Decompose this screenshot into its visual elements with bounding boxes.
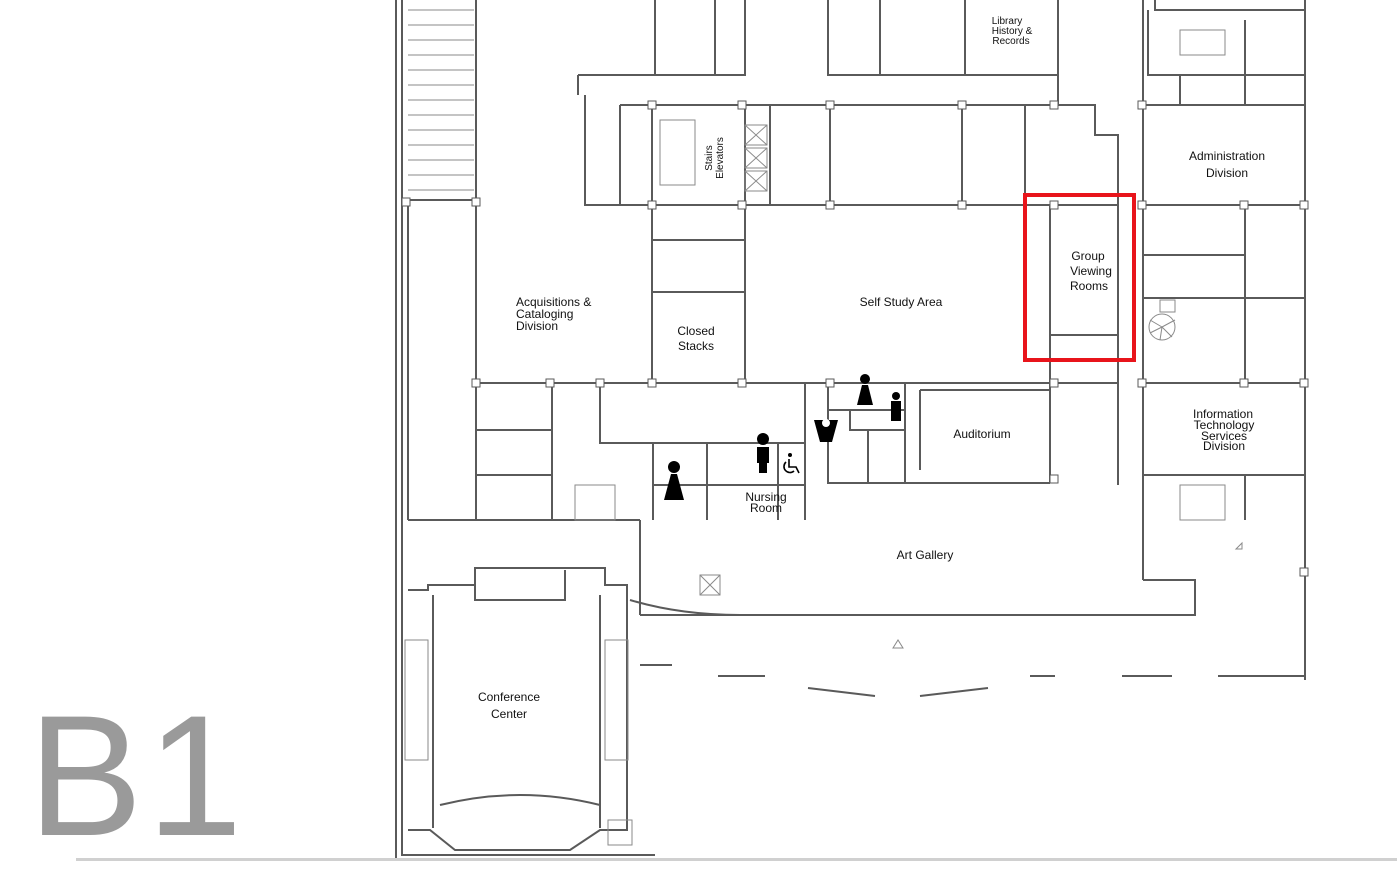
entrance-marker-icon <box>892 541 1243 649</box>
label-art-gallery: Art Gallery <box>897 548 954 562</box>
baseline-divider <box>76 858 1397 861</box>
stairs <box>404 9 1226 846</box>
columns <box>401 100 1309 577</box>
highlight-box-group-viewing-rooms <box>1023 193 1136 362</box>
label-self-study-area: Self Study Area <box>860 295 943 309</box>
accessible-icon <box>783 453 800 474</box>
floor-level-label: B1 <box>28 680 247 872</box>
label-auditorium: Auditorium <box>953 427 1010 441</box>
mens-restroom-icon <box>757 392 901 473</box>
walls <box>395 0 1306 861</box>
label-stairs-elevators: StairsElevators <box>704 137 726 179</box>
spiral-stair-icon <box>1148 313 1176 341</box>
drinking-fountain-icon <box>814 419 838 442</box>
elevator-icon <box>699 124 1176 596</box>
womens-restroom-icon <box>664 374 873 500</box>
